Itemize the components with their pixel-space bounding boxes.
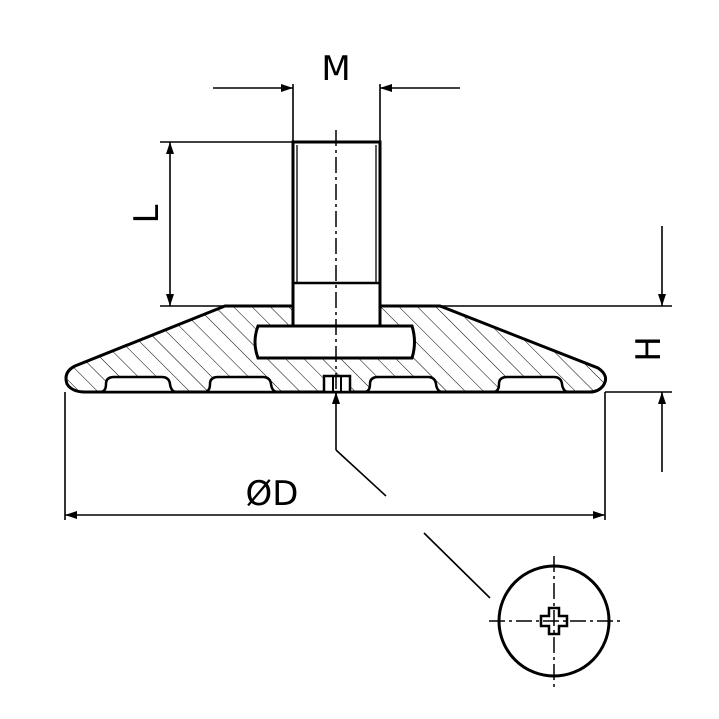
label-d: ØD	[246, 474, 299, 514]
dimension-d	[64, 392, 606, 520]
label-m: M	[321, 49, 350, 89]
label-h: H	[629, 336, 669, 362]
dimension-m	[213, 84, 460, 142]
dimension-l	[160, 141, 293, 307]
threaded-stud	[291, 130, 382, 395]
detail-view-bottom	[489, 556, 620, 687]
label-l: L	[127, 204, 167, 223]
detail-leader	[332, 392, 491, 599]
cross-recess-icon	[539, 606, 569, 636]
insert	[322, 374, 352, 394]
stud-head-disc	[253, 324, 416, 360]
dimension-h	[440, 226, 672, 472]
